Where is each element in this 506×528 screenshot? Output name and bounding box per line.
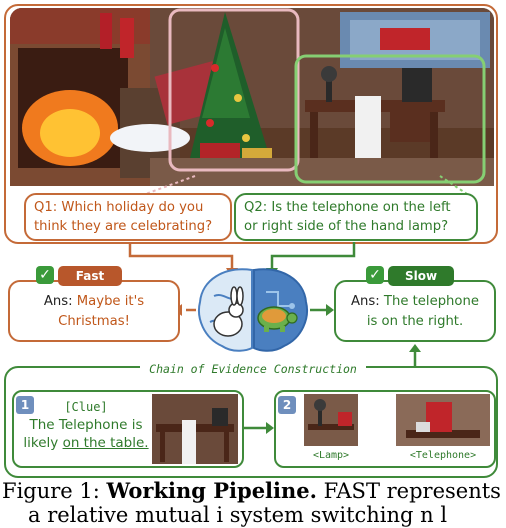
clue-line1: The Telephone is [29,417,143,433]
question-1-prefix: Q1: [34,200,58,215]
clue-text: [Clue] The Telephone is likely on the ta… [20,398,152,452]
fast-tag: Fast [58,266,122,286]
caption-figure: Figure 1: [2,479,107,503]
scene-image [10,8,494,186]
step-2-number: 2 [278,396,296,414]
slow-tag: Slow [388,266,454,286]
lamp-label: <Lamp> [312,450,350,461]
fast-answer-box: Ans: Maybe it's Christmas! [8,280,180,342]
step-1-number: 1 [16,396,34,414]
chain-title: Chain of Evidence Construction [140,360,366,378]
table-thumbnail [152,394,238,464]
clue-line2-a: likely [23,435,63,451]
caption-bold: Working Pipeline. [106,478,317,503]
lamp-thumbnail [304,394,358,446]
step-2-box [274,390,496,468]
clue-line2-b: on the table. [62,435,149,451]
caption-rest: FAST represents [316,479,501,503]
brain-icon [198,268,308,352]
telephone-thumbnail [396,394,490,446]
clue-tag: [Clue] [64,400,108,414]
figure-caption: Figure 1: Working Pipeline. FAST represe… [2,478,506,504]
turtle-icon [257,306,298,332]
slow-answer-line2: is on the right. [366,314,464,329]
slow-answer-box: Ans: The telephone is on the right. [334,280,496,342]
fast-check-icon: ✓ [36,266,54,284]
fast-answer-label: Ans: [43,294,73,309]
figure-caption-line2: a relative mutual i system switching n l [28,503,448,527]
question-1-line2: think they are celebrating? [34,219,213,234]
fast-answer-line1: Maybe it's [72,294,145,309]
question-2-prefix: Q2: [244,200,268,215]
connector-lines [139,175,471,197]
slow-answer-label: Ans: [351,294,380,309]
slow-check-icon: ✓ [366,266,384,284]
question-2-box: Q2: Is the telephone on the left or righ… [234,193,478,241]
step-arrow [244,422,274,434]
step-1-box [12,390,244,468]
slow-answer-line1: The telephone [379,294,479,309]
question-2-line2: or right side of the hand lamp? [244,219,449,234]
rabbit-icon [213,286,244,337]
question-1-box: Q1: Which holiday do you think they are … [24,193,232,241]
telephone-label: <Telephone> [409,450,477,461]
question-1-line1: Which holiday do you [57,200,204,215]
question-2-line1: Is the telephone on the left [267,200,451,215]
fast-answer-line2: Christmas! [58,314,130,329]
